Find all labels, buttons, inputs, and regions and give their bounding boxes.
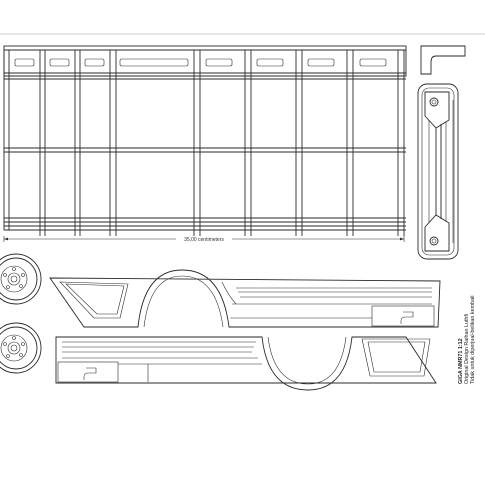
- rear-end-panel: [417, 83, 459, 260]
- notice-text: Tidak untuk diperjual-belikan kembali: [470, 295, 477, 385]
- wheel-top: [0, 253, 42, 305]
- side-skirt-upper: [49, 269, 441, 328]
- design-label: Original Design: [464, 347, 471, 384]
- side-skirt-lower: [55, 336, 437, 391]
- body-rails: [4, 75, 406, 231]
- wheel-bottom: [0, 322, 42, 374]
- top-rail-slots: [14, 58, 387, 67]
- cargo-body-panel: [3, 45, 407, 236]
- credits-block: GIGA NMR71 1:12 Original Design Raihan L…: [458, 296, 477, 385]
- dimension-label: 35,00 centimeters: [184, 237, 224, 243]
- designer-name: Raihan Luthfi: [464, 313, 471, 346]
- corner-bracket-part: [420, 45, 466, 75]
- body-posts: [3, 50, 405, 236]
- dimension-annotation: 35,00 centimeters: [3, 236, 405, 243]
